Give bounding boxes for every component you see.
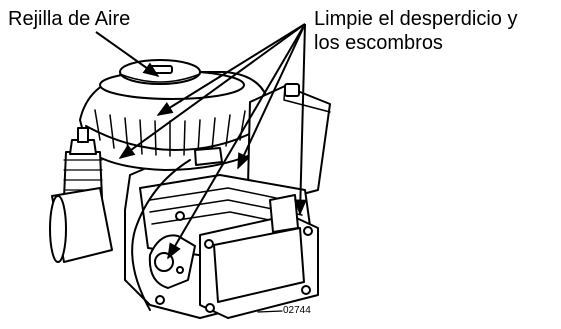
- clean-arrow-2: [156, 23, 306, 116]
- clean-debris-label-line-1: Limpie el desperdicio y: [314, 8, 518, 30]
- clean-arrow-1: [118, 23, 306, 159]
- air-screen-label: Rejilla de Aire: [8, 8, 131, 30]
- callout-arrows: [95, 23, 307, 260]
- fuel-line: [131, 159, 191, 311]
- clean-arrow-3: [237, 23, 306, 170]
- clean-arrow-5: [293, 23, 307, 216]
- fuel-cap: [284, 83, 300, 97]
- clean-arrow-4: [167, 23, 306, 260]
- figure-number: 02744: [283, 305, 311, 316]
- clean-debris-label-line-2: los escombros: [314, 32, 443, 54]
- air-screen-arrow: [95, 31, 160, 77]
- engine-drawing: [49, 59, 331, 319]
